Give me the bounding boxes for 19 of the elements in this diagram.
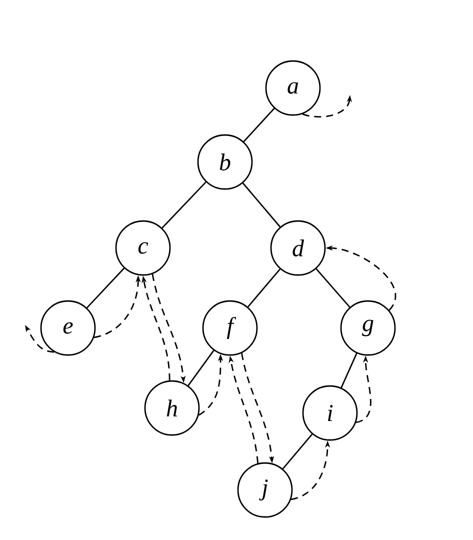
tree-edge: [316, 268, 350, 308]
tree-node: g: [340, 300, 396, 356]
tree-edge: [282, 434, 313, 470]
tree-edge: [86, 268, 125, 308]
tree-edge: [242, 182, 281, 228]
tree-edge: [243, 108, 275, 142]
tree-edge: [340, 353, 358, 388]
tree-node: c: [115, 220, 171, 276]
tree-node: a: [265, 60, 321, 116]
tree-node: f: [202, 300, 258, 356]
tree-node: j: [237, 462, 293, 518]
tree-node: e: [40, 300, 96, 356]
tree-edge: [247, 268, 281, 308]
tree-edge: [162, 182, 206, 228]
tree-edge: [188, 350, 214, 386]
tree-node: i: [302, 385, 358, 441]
tree-node: d: [270, 220, 326, 276]
tree-node: b: [197, 134, 253, 190]
tree-node: h: [144, 380, 200, 436]
